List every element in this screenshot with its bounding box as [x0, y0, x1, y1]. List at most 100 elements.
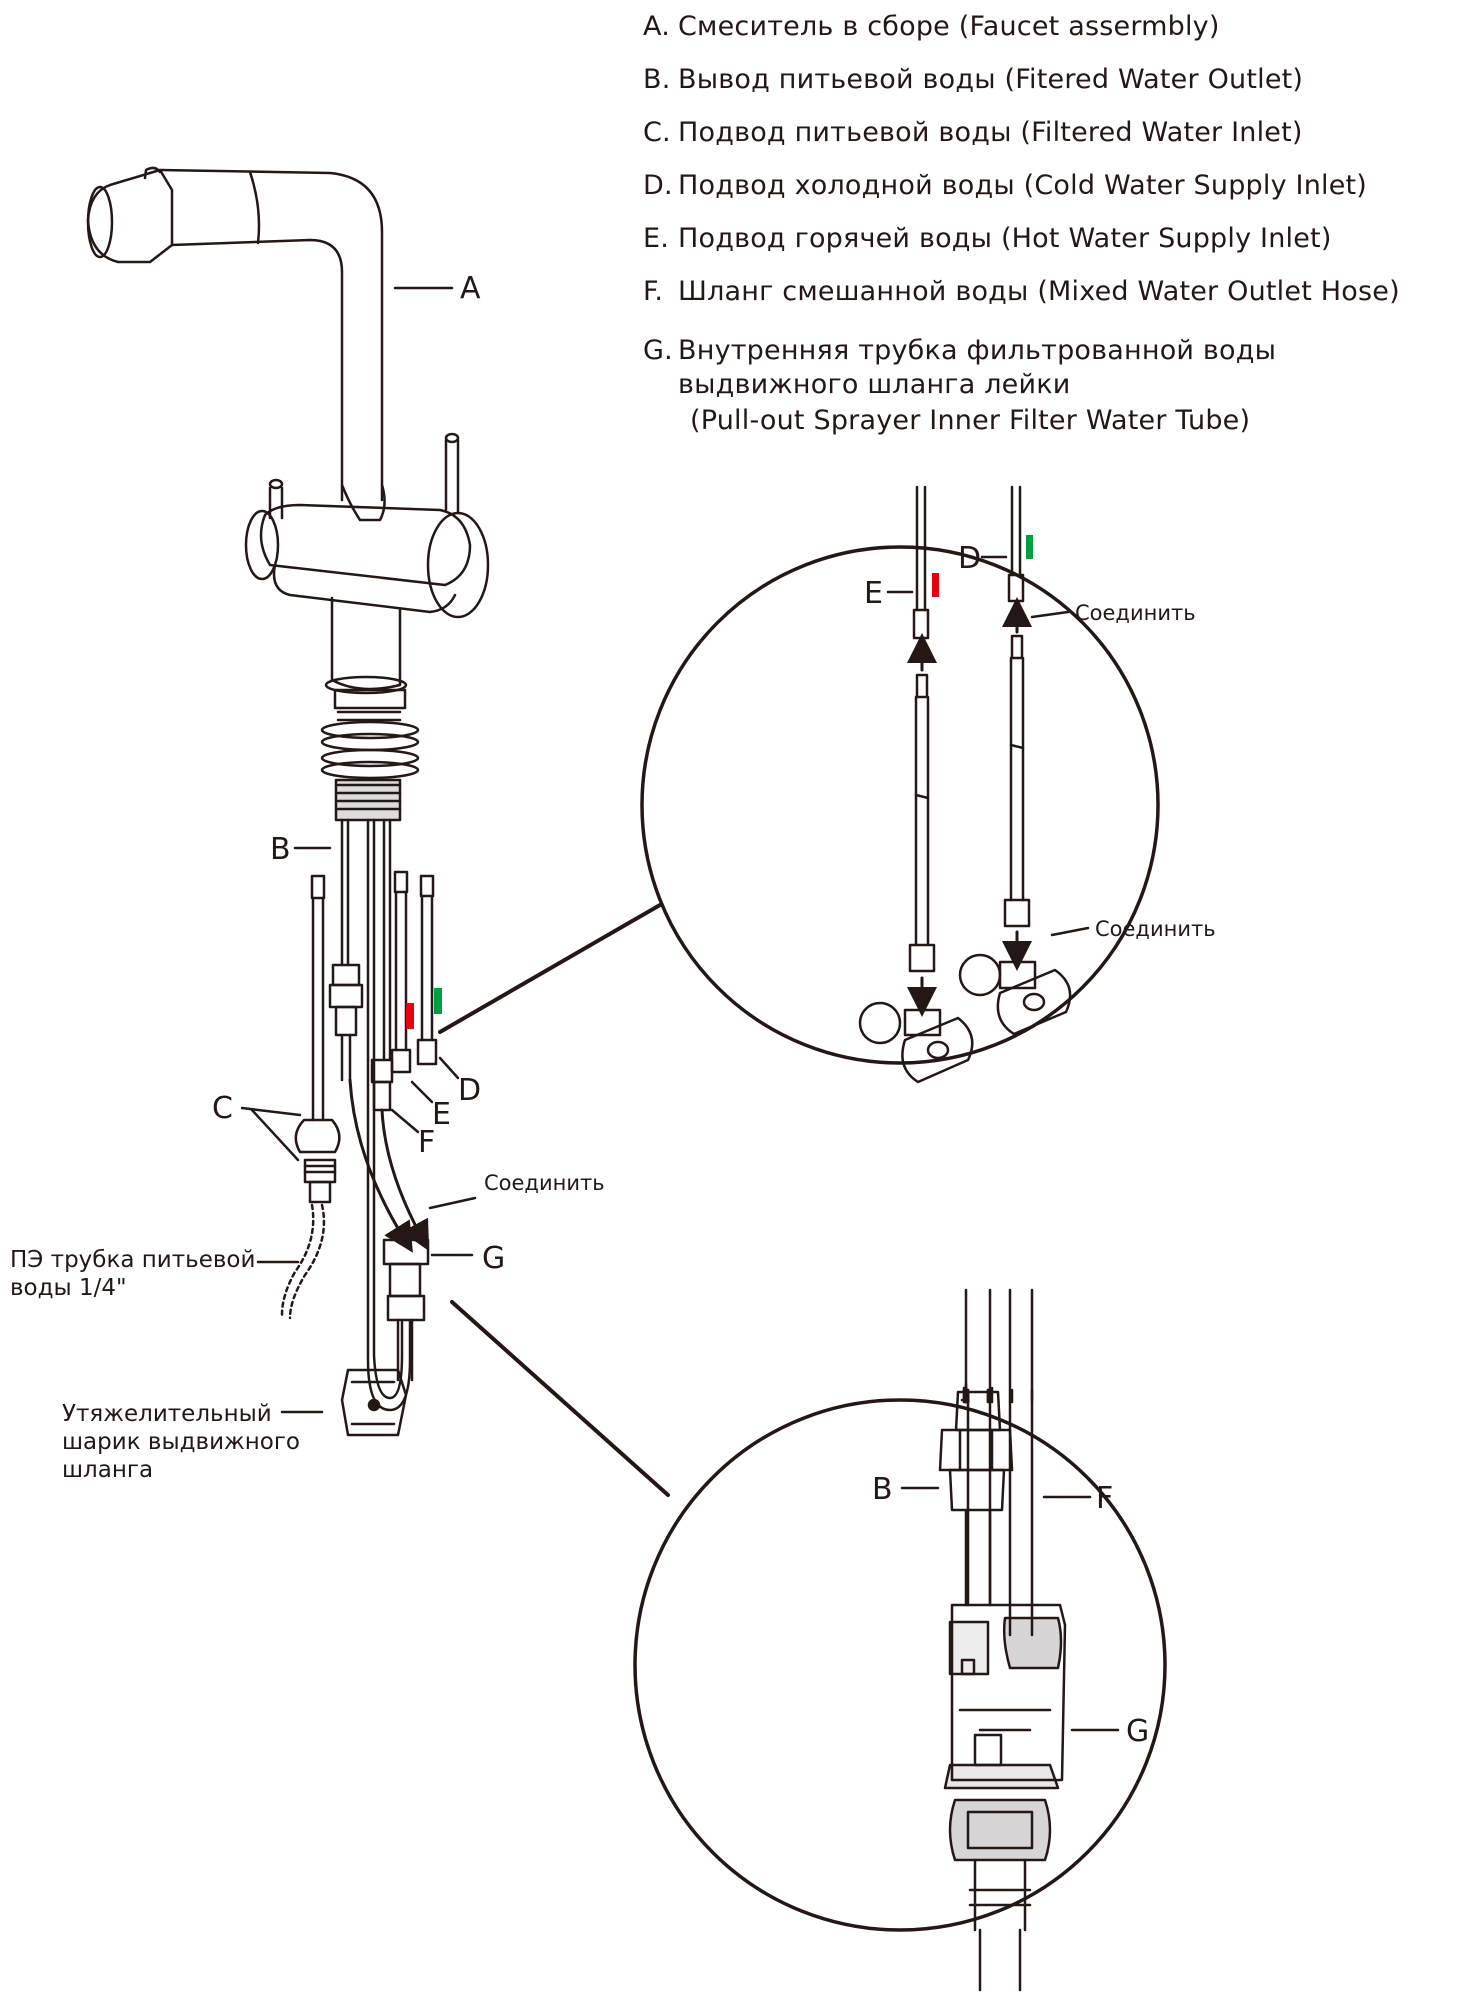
- detail-g-bottom-tube: [978, 1928, 1022, 1992]
- d-top-fitting: [419, 874, 435, 898]
- legend-text-b: Вывод питьевой воды (Fitered Water Outle…: [678, 64, 1304, 95]
- washer-2: [320, 732, 420, 752]
- detail-g-bottom-ring: [943, 1763, 1060, 1790]
- detail-f-main-visible: [1010, 1388, 1034, 1402]
- detail-d-valve-flange: [996, 968, 1072, 1036]
- detail-g-quick-connector: [948, 1798, 1052, 1862]
- detail-label-b: B: [872, 1472, 893, 1507]
- shank-top: [333, 688, 407, 710]
- faucet-left-cap: [244, 509, 280, 581]
- legend-key-e: E.: [643, 223, 670, 254]
- shank-thread: [336, 710, 402, 811]
- c-weight-bulb: [294, 1118, 341, 1154]
- c-inlet-hose: [280, 874, 341, 1320]
- legend-key-c: C.: [643, 117, 671, 148]
- label-g: G: [482, 1241, 505, 1276]
- detail-g-body-lines: [958, 1708, 1052, 1732]
- e-hose: [394, 890, 408, 1052]
- spout-pin: [143, 166, 162, 180]
- b-nut-2: [328, 983, 364, 1009]
- faucet-base-ring: [324, 675, 408, 695]
- detail-g-quick-connector-inner: [966, 1810, 1034, 1850]
- washer-4: [320, 760, 420, 780]
- legend-item-d: D.Подвод холодной воды (Cold Water Suppl…: [643, 169, 1367, 203]
- detail-circle-sprayer-border: [633, 1398, 1167, 1932]
- legend-text-c: Подвод питьевой воды (Filtered Water Inl…: [678, 117, 1303, 148]
- detail-d-flange-hole: [1022, 992, 1046, 1012]
- spout-seam: [248, 170, 261, 245]
- pe-tube-dashed-1: [288, 1203, 326, 1320]
- g-sprayer-tube-small: [340, 1058, 430, 1437]
- detail-g-lower-tube: [968, 1858, 1032, 1932]
- e-hot-marker: [406, 1003, 414, 1029]
- legend-key-g: G.: [643, 335, 673, 366]
- detail-e-hose-top: [915, 485, 927, 612]
- legend-key-b: B.: [643, 64, 671, 95]
- detail-d-hose-joint: [1009, 743, 1025, 750]
- detail-label-connect-lower: Соединить: [1095, 917, 1216, 941]
- detail-e-hose-tip: [915, 673, 929, 699]
- legend-text-g-line1: Внутренняя трубка фильтрованной воды: [678, 335, 1277, 366]
- faucet-body-neck: [340, 483, 386, 522]
- detail-b-tube-below-fitting: [964, 1508, 992, 1607]
- b-outlet-fitting: [328, 963, 364, 1082]
- detail-b-tube-top-section: [964, 1393, 992, 1404]
- leader-f: [390, 1108, 420, 1134]
- detail-circle-supply: E D Соединить Соединить: [640, 485, 1216, 1084]
- detail-e-marker: [932, 573, 939, 597]
- g-connector-clip: [386, 1294, 426, 1322]
- left-lever-top: [268, 478, 284, 490]
- leader-connect: [428, 1196, 477, 1210]
- detail-circle-supply-border: [640, 545, 1160, 1065]
- spout-pipe-bottom: [170, 238, 344, 502]
- faucet-right-handle-cap: [426, 511, 490, 619]
- detail-b-tube-drawn: [964, 1390, 992, 1404]
- detail-b-fitting-body: [948, 1468, 1006, 1512]
- pe-tube-label: ПЭ трубка питьевой воды 1/4": [10, 1246, 255, 1302]
- leader-c-1: [240, 1106, 302, 1117]
- f-fitting-2: [372, 1080, 392, 1112]
- detail-e-valve-knob: [858, 1001, 902, 1045]
- legend-item-c: C.Подвод питьевой воды (Filtered Water I…: [643, 116, 1303, 150]
- hose-b-upper: [340, 818, 350, 967]
- detail-label-connect-upper: Соединить: [1075, 601, 1196, 625]
- detail-g-left-clip: [948, 1620, 990, 1676]
- faucet-body: [259, 503, 472, 587]
- b-nut: [331, 963, 361, 987]
- legend-item-g-line2: выдвижного шланга лейки: [678, 369, 1071, 400]
- detail-g-right-cap: [1002, 1616, 1063, 1670]
- detail-label-g: G: [1126, 1714, 1149, 1749]
- pe-tube-label-line1: ПЭ трубка питьевой: [10, 1247, 256, 1273]
- hose-center-2: [382, 818, 392, 1062]
- detail-d-angle-valve: [958, 953, 1072, 1036]
- detail-leader-connect-upper: [1030, 610, 1070, 619]
- legend-item-e: E.Подвод горячей воды (Hot Water Supply …: [643, 222, 1332, 256]
- detail-d-marker: [1026, 535, 1033, 559]
- detail-e-fitting: [912, 608, 930, 640]
- pe-tube-label-line2: воды 1/4": [10, 1275, 127, 1301]
- connect-arrow-b: [348, 1078, 413, 1253]
- d-cold-marker: [434, 988, 442, 1014]
- c-hose: [311, 896, 325, 1122]
- legend-text-f: Шланг смешанной воды (Mixed Water Outlet…: [678, 276, 1400, 307]
- spout-nozzle: [86, 168, 174, 264]
- legend-text-a: Смеситель в сборе (Faucet assermbly): [678, 11, 1220, 42]
- weight-ball-label-line3: шланга: [62, 1457, 154, 1483]
- c-adapter-body: [308, 1180, 332, 1204]
- detail-b-tube-above-nut: [964, 1398, 992, 1404]
- shank-body: [334, 778, 402, 822]
- legend-item-b: B.Вывод питьевой воды (Fitered Water Out…: [643, 63, 1303, 97]
- weight-ball: [340, 1368, 408, 1437]
- c-adapter-thread: [303, 1164, 337, 1174]
- weight-ball-ring: [350, 1380, 396, 1426]
- detail-g-left-clip-window: [960, 1658, 976, 1676]
- detail-b-fitting-nut: [938, 1428, 1014, 1472]
- detail-label-d: D: [958, 541, 981, 576]
- legend-key-f: F.: [643, 276, 664, 307]
- detail-e-angle-valve: [858, 1001, 974, 1084]
- detail-d-valve-body: [998, 960, 1037, 990]
- label-connect-main: Соединить: [484, 1171, 605, 1195]
- left-lever: [268, 486, 284, 520]
- detail-e-valve-flange: [901, 1016, 974, 1084]
